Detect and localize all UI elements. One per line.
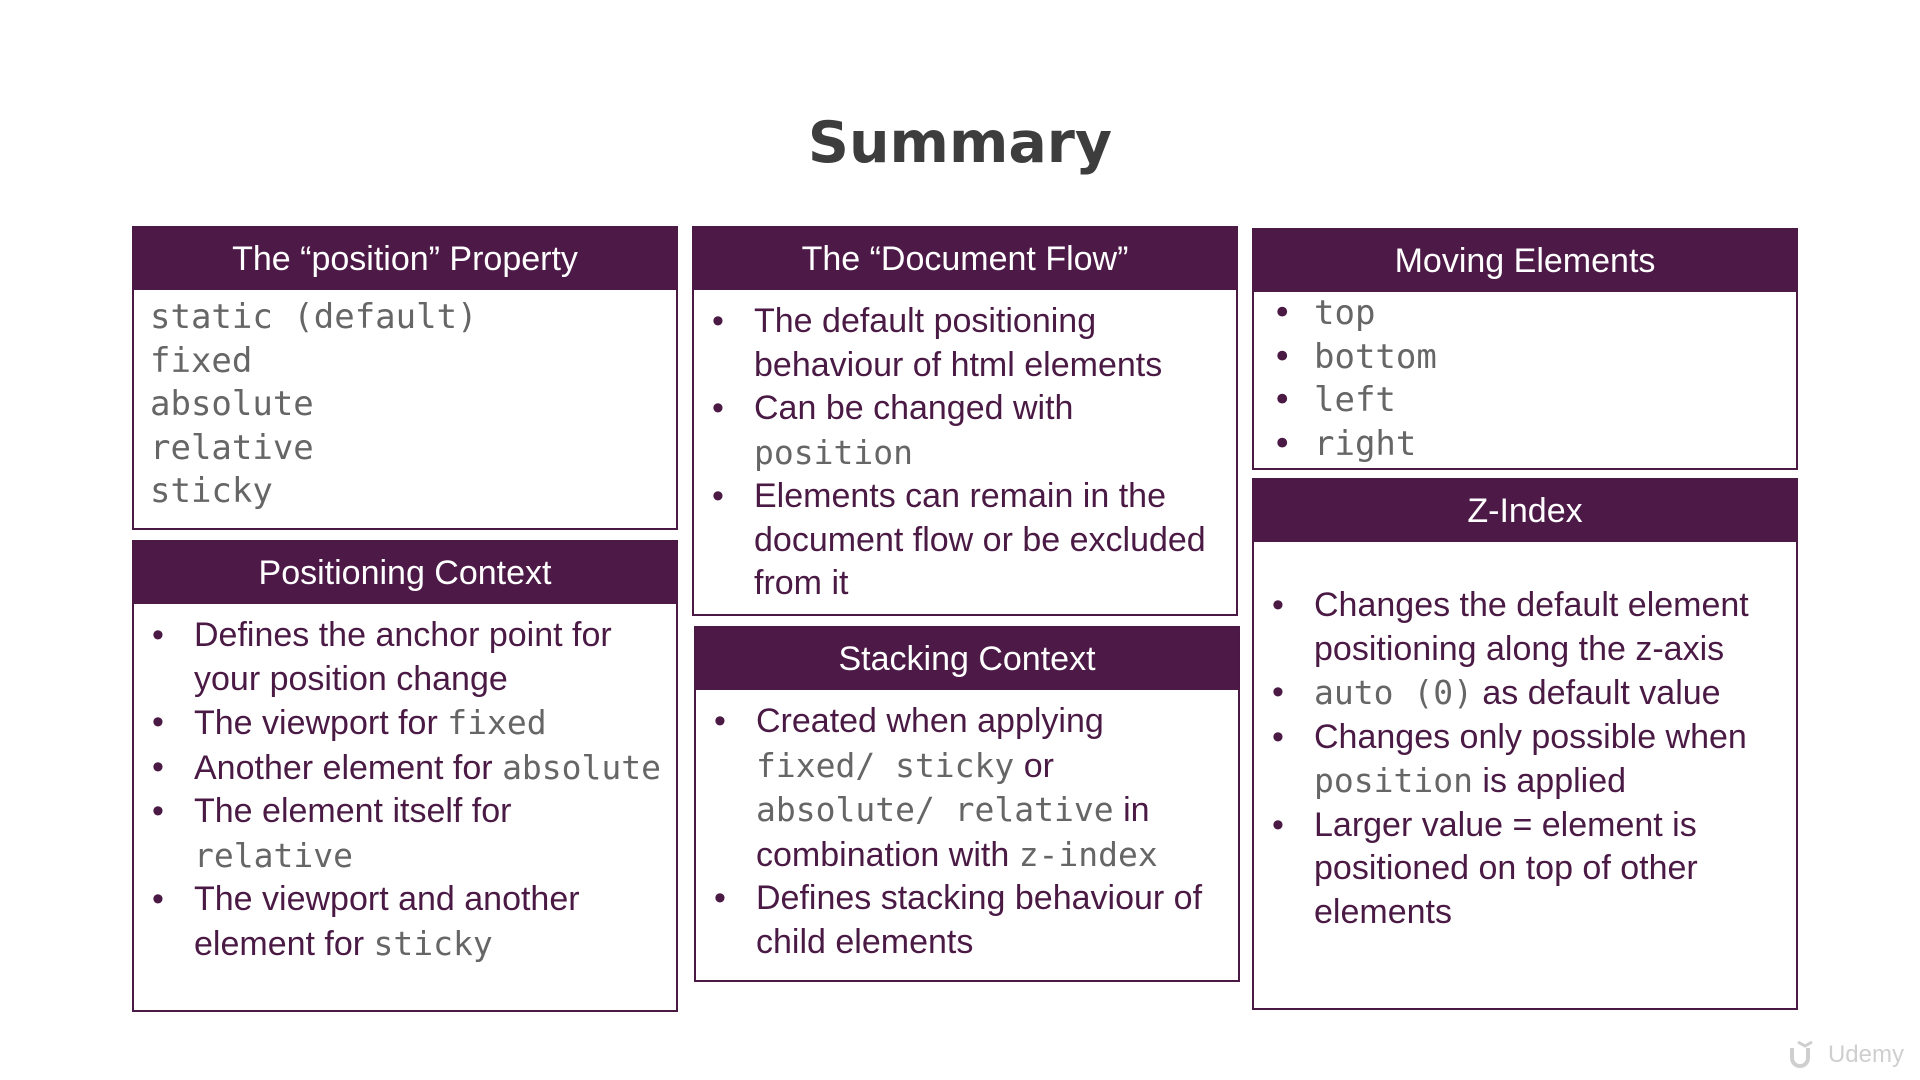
udemy-logo: Udemy: [1788, 1040, 1904, 1070]
list-item: absolute: [150, 384, 314, 424]
list-item: top: [1270, 292, 1782, 336]
z-index-list: Changes the default element positioning …: [1270, 584, 1782, 934]
list-item: sticky: [150, 471, 273, 511]
list-item: left: [1270, 379, 1782, 423]
positioning-context-box: Positioning Context Defines the anchor p…: [132, 540, 678, 1012]
position-values-list: static (default) fixed absolute relative…: [150, 296, 662, 514]
list-item: right: [1270, 423, 1782, 467]
list-item: Defines stacking behaviour of child elem…: [712, 877, 1224, 964]
list-item: The viewport for fixed: [150, 701, 662, 746]
stacking-context-list: Created when applying fixed/ sticky or a…: [712, 700, 1224, 964]
list-item: Created when applying fixed/ sticky or a…: [712, 700, 1224, 877]
box-header: The “Document Flow”: [694, 228, 1236, 290]
list-item: fixed: [150, 340, 253, 381]
box-header: Moving Elements: [1254, 230, 1796, 292]
list-item: The viewport and another element for sti…: [150, 878, 662, 966]
positioning-context-list: Defines the anchor point for your positi…: [150, 614, 662, 966]
page-title: Summary: [807, 110, 1113, 176]
list-item: Changes only possible when position is a…: [1270, 716, 1782, 804]
list-item: auto (0) as default value: [1270, 671, 1782, 716]
box-header: Positioning Context: [134, 542, 676, 604]
list-item: The element itself for relative: [150, 790, 662, 878]
box-header: Z-Index: [1254, 480, 1796, 542]
z-index-box: Z-Index Changes the default element posi…: [1252, 478, 1798, 1010]
list-item: Changes the default element positioning …: [1270, 584, 1782, 671]
box-header: Stacking Context: [696, 628, 1238, 690]
list-item: The default positioning behaviour of htm…: [710, 300, 1222, 387]
stacking-context-box: Stacking Context Created when applying f…: [694, 626, 1240, 982]
moving-properties-list: top bottom left right: [1270, 292, 1782, 466]
list-item: bottom: [1270, 336, 1782, 380]
document-flow-box: The “Document Flow” The default position…: [692, 226, 1238, 616]
list-item: Another element for absolute: [150, 746, 662, 791]
list-item: Elements can remain in the document flow…: [710, 475, 1222, 606]
moving-elements-box: Moving Elements top bottom left right: [1252, 228, 1798, 470]
box-header: The “position” Property: [134, 228, 676, 290]
list-item: Defines the anchor point for your positi…: [150, 614, 662, 701]
position-property-box: The “position” Property static (default)…: [132, 226, 678, 530]
list-item: Can be changed with position: [710, 387, 1222, 475]
list-item: static (default): [150, 297, 478, 337]
logo-text: Udemy: [1827, 1041, 1904, 1068]
list-item: Larger value = element is positioned on …: [1270, 804, 1782, 935]
document-flow-list: The default positioning behaviour of htm…: [710, 300, 1222, 606]
udemy-logo-icon: [1789, 1040, 1813, 1068]
list-item: relative: [150, 427, 314, 468]
